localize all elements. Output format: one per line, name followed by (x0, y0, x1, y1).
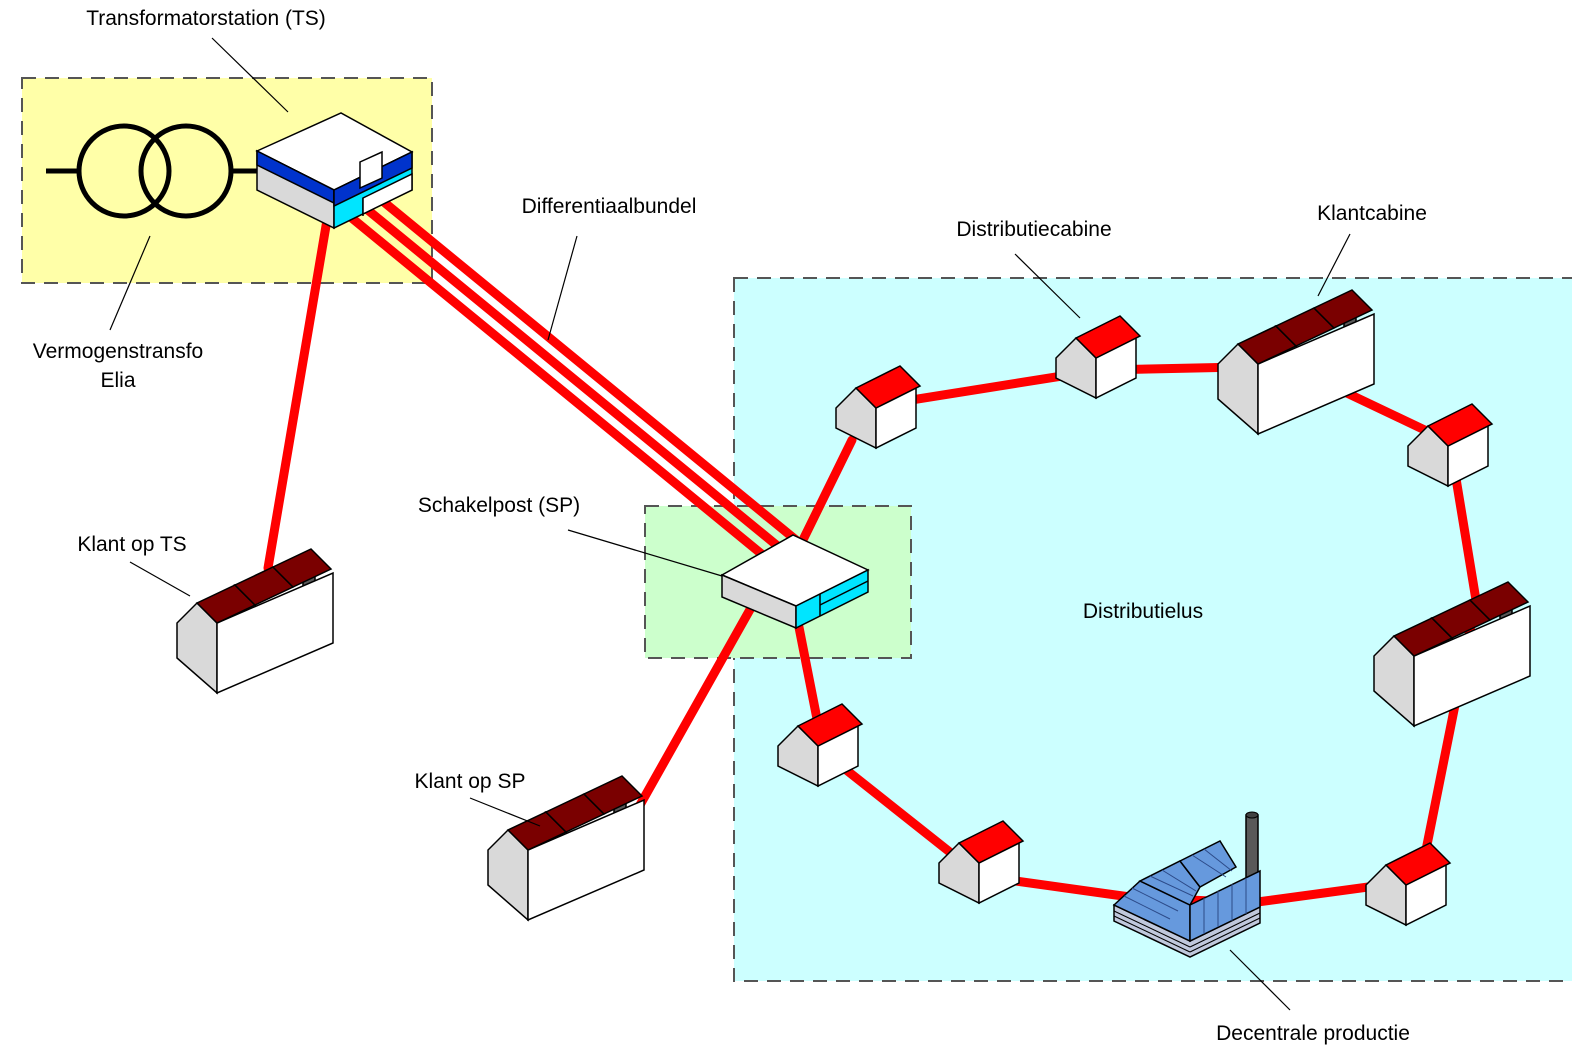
label-transfo-line2: Elia (100, 369, 135, 392)
label-klantcabine: Klantcabine (1317, 202, 1427, 225)
label-distributielus: Distributielus (1083, 600, 1203, 623)
factory-klant-op-sp (487, 775, 645, 921)
cable-ts-klant (263, 215, 332, 573)
cable-sp-klant (635, 601, 757, 810)
label-decentrale-productie: Decentrale productie (1216, 1022, 1410, 1045)
cable-bundle-1 (337, 205, 769, 561)
label-distributiecabine: Distributiecabine (956, 218, 1111, 241)
cable-sp-loop-b (791, 607, 823, 729)
label-ts: Transformatorstation (TS) (86, 7, 326, 30)
cable-sp-loop-a (795, 435, 857, 551)
label-transfo-line1: Vermogenstransfo (33, 340, 203, 363)
label-schakelpost: Schakelpost (SP) (418, 494, 580, 517)
leader-lines (109, 37, 1351, 1011)
sp-station-block (720, 534, 870, 630)
cable-bundle-2 (353, 197, 785, 553)
label-klant-op-sp: Klant op SP (415, 770, 526, 793)
factory-klant-op-ts (176, 548, 334, 694)
ts-station-block (255, 112, 414, 230)
transformer-symbol (46, 123, 258, 219)
label-bundle: Differentiaalbundel (522, 195, 697, 218)
label-klant-op-ts: Klant op TS (77, 533, 186, 556)
cable-bundle-3 (369, 189, 801, 545)
